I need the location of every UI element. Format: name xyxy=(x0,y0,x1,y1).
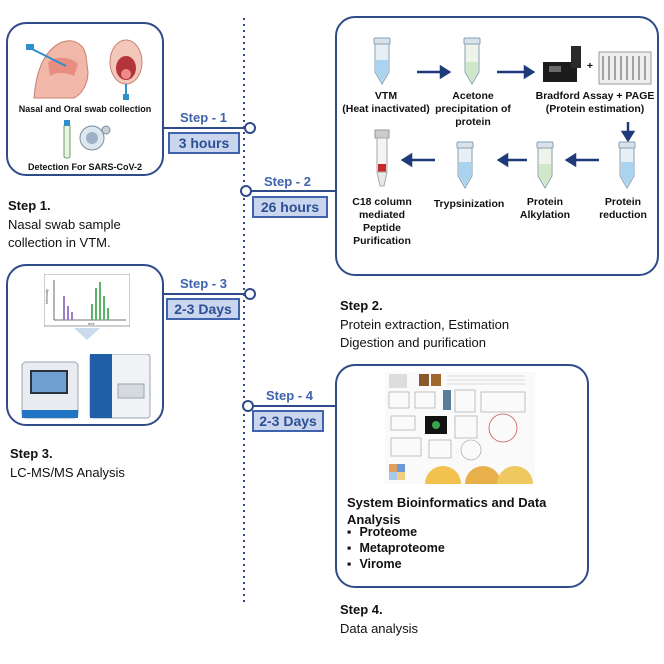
step4-caption-title: Step 4. xyxy=(340,602,383,617)
step4-timeline-label: Step - 4 xyxy=(266,388,313,403)
bradford-label: Bradford Assay + PAGE(Protein estimation… xyxy=(535,90,655,115)
acetone-tube-icon xyxy=(463,37,481,85)
step3-timeline-label: Step - 3 xyxy=(180,276,227,291)
analysis-item-proteome: Proteome xyxy=(347,524,445,540)
step3-panel: Intensity m/z xyxy=(6,264,164,426)
step3-caption-body: LC-MS/MS Analysis xyxy=(10,465,125,480)
step2-duration-badge: 26 hours xyxy=(252,196,328,218)
step4-panel-title: System Bioinformatics and Data Analysis xyxy=(347,495,547,527)
step3-caption-title: Step 3. xyxy=(10,446,53,461)
step1-node xyxy=(244,122,256,134)
step2-workflow-graphics xyxy=(373,37,652,189)
vtm-label: VTM(Heat inactivated) xyxy=(342,90,430,115)
spectrum-y-axis-label: Intensity xyxy=(44,289,49,304)
step3-node xyxy=(244,288,256,300)
vtm-tube-icon xyxy=(373,37,391,85)
trypsin-label: Trypsinization xyxy=(433,198,505,210)
step2-node xyxy=(240,185,252,197)
reduction-tube-icon xyxy=(618,141,636,189)
step1-caption-title: Step 1. xyxy=(8,198,51,213)
plus-sign: + xyxy=(586,60,594,72)
step4-caption-body: Data analysis xyxy=(340,621,419,636)
analysis-list: Proteome Metaproteome Virome xyxy=(347,524,445,572)
detection-label: Detection For SARS-CoV-2 xyxy=(27,162,142,172)
analysis-item-metaproteome: Metaproteome xyxy=(347,540,444,556)
bradford-gel-icon xyxy=(543,46,652,85)
step3-duration-badge: 2-3 Days xyxy=(166,298,240,320)
alkylation-tube-icon xyxy=(536,141,554,189)
nasal-swab-illustration xyxy=(26,39,143,100)
spectrum-x-axis-label: m/z xyxy=(88,321,94,326)
c18-column-icon xyxy=(374,129,390,187)
analysis-item-virome: Virome xyxy=(347,556,445,572)
trypsin-tube-icon xyxy=(456,141,474,189)
bioinformatics-figure-thumbnail xyxy=(385,372,535,484)
step2-caption-title: Step 2. xyxy=(340,298,383,313)
step2-timeline-label: Step - 2 xyxy=(264,174,311,189)
step1-panel: Nasal and Oral swab collection Detection… xyxy=(6,22,164,176)
virus-detection-illustration xyxy=(63,120,111,159)
step4-duration-badge: 2-3 Days xyxy=(252,410,324,432)
mass-spectrometer-illustration xyxy=(21,354,151,419)
mass-spectrum-illustration: Intensity m/z xyxy=(44,274,130,340)
step4-panel: System Bioinformatics and Data Analysis … xyxy=(335,364,589,588)
swab-collection-label: Nasal and Oral swab collection xyxy=(18,104,152,114)
step1-timeline-label: Step - 1 xyxy=(180,110,227,125)
step1-duration-badge: 3 hours xyxy=(168,132,240,154)
step4-node xyxy=(242,400,254,412)
